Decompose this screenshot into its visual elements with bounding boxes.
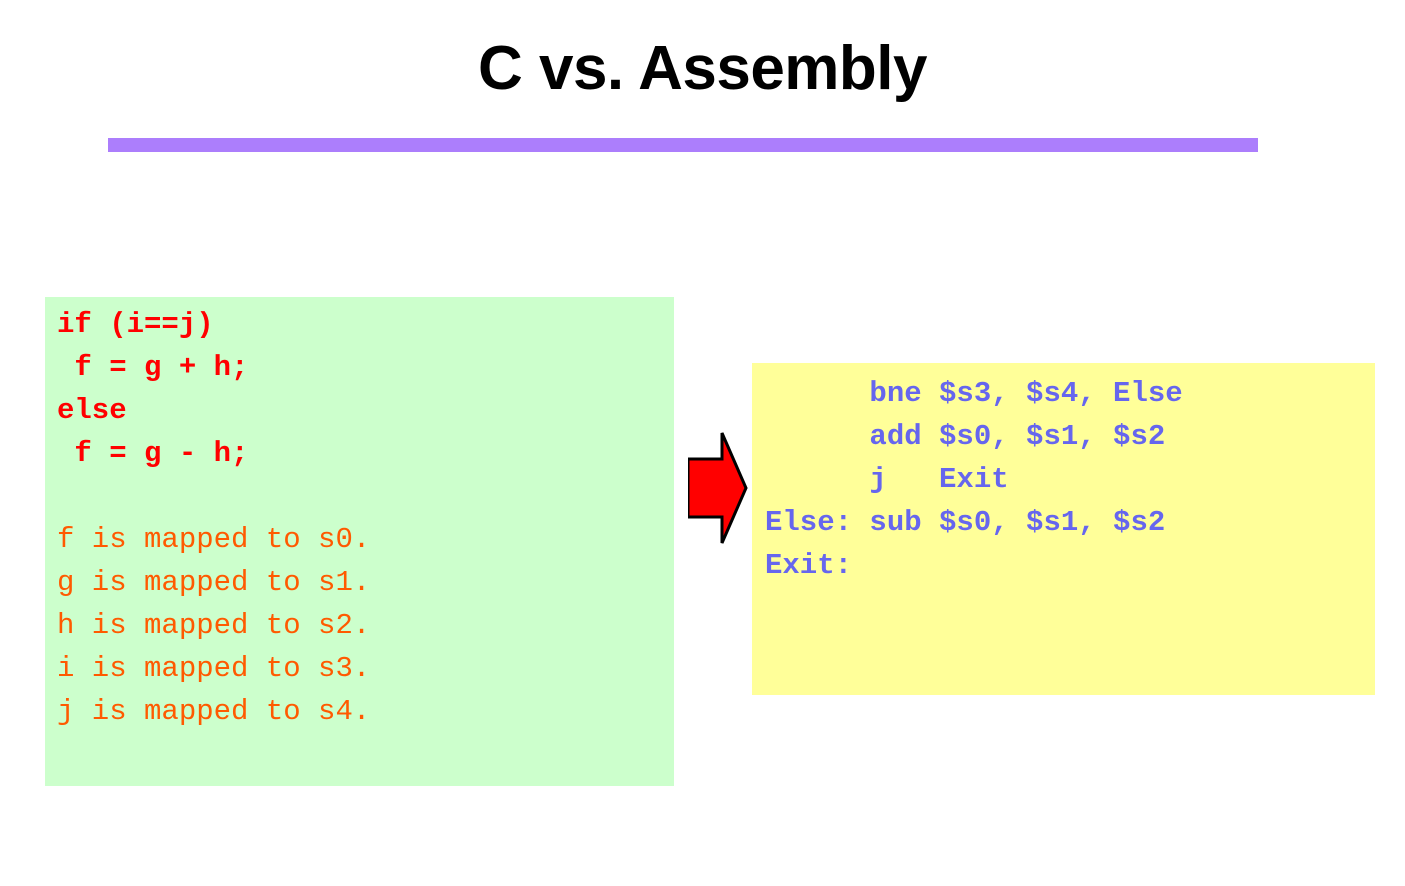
right-block-arrow-icon [686,431,748,545]
assembly-line: Else: sub $s0, $s1, $s2 [765,506,1166,539]
c-code-line: if (i==j) [57,308,214,341]
assembly-line: Exit: [765,549,853,582]
c-code-line: f = g - h; [57,437,249,470]
assembly-line: add $s0, $s1, $s2 [765,420,1166,453]
register-mapping-line: j is mapped to s4. [57,695,371,728]
register-mapping-line: h is mapped to s2. [57,609,371,642]
register-mapping-line: i is mapped to s3. [57,652,371,685]
arrow-shape [686,432,748,544]
assembly-line: j Exit [765,463,1009,496]
c-code-line: f = g + h; [57,351,249,384]
c-code-line: else [57,394,127,427]
assembly-code-panel: bne $s3, $s4, Else add $s0, $s1, $s2 j E… [752,363,1375,695]
assembly-line: bne $s3, $s4, Else [765,377,1183,410]
page-title: C vs. Assembly [477,34,928,103]
c-code-panel: if (i==j) f = g + h; else f = g - h; f i… [45,297,674,786]
title-divider [108,138,1258,152]
register-mapping-line: g is mapped to s1. [57,566,371,599]
code-spacer [57,475,674,518]
register-mapping-line: f is mapped to s0. [57,523,371,556]
